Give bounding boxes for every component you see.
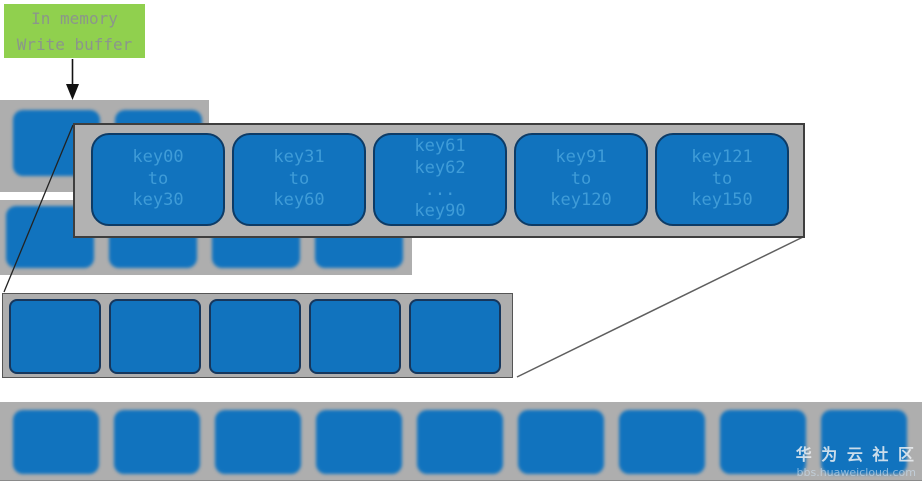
sstable-block-l3 bbox=[215, 410, 301, 474]
key-range-text: ... bbox=[424, 179, 456, 200]
sstable-block-l2 bbox=[9, 299, 101, 374]
key-range-text: key90 bbox=[414, 201, 466, 222]
sstable-block-l3 bbox=[13, 410, 99, 474]
key-range-text: key62 bbox=[414, 157, 466, 178]
key-range-text: key00 bbox=[132, 146, 184, 167]
key-range-text: to bbox=[288, 168, 310, 189]
sstable-block-l2 bbox=[209, 299, 301, 374]
key-range-text: key31 bbox=[273, 146, 325, 167]
write-buffer-label: In memory Write buffer bbox=[4, 4, 145, 58]
key-range-text: key91 bbox=[555, 146, 607, 167]
down-arrow-icon bbox=[66, 59, 79, 100]
key-range-text: key61 bbox=[414, 136, 466, 156]
callout-line-right bbox=[516, 236, 804, 378]
key-range-text: key120 bbox=[550, 190, 612, 211]
key-range-text: key150 bbox=[691, 190, 753, 211]
label-line-2: Write buffer bbox=[16, 35, 133, 54]
level-2-row bbox=[2, 293, 513, 378]
sstable-block-l3 bbox=[619, 410, 705, 474]
sstable-block-l2 bbox=[309, 299, 401, 374]
sstable-block-l3 bbox=[821, 410, 907, 474]
sstable-block-l3 bbox=[720, 410, 806, 474]
key-range-text: key121 bbox=[691, 146, 753, 167]
label-line-1: In memory bbox=[31, 9, 118, 28]
sstable-block-l2 bbox=[109, 299, 201, 374]
key-range-text: to bbox=[711, 168, 733, 189]
key-range-text: key30 bbox=[132, 190, 184, 211]
key-range-text: key60 bbox=[273, 190, 325, 211]
sstable-block-l3 bbox=[417, 410, 503, 474]
key-range-text: to bbox=[147, 168, 169, 189]
key-range-text: to bbox=[570, 168, 592, 189]
level-3-row bbox=[0, 402, 922, 481]
sstable-block-l3 bbox=[316, 410, 402, 474]
sstable-block-l3 bbox=[518, 410, 604, 474]
sstable-block-l3 bbox=[114, 410, 200, 474]
sstable-block-l2 bbox=[409, 299, 501, 374]
